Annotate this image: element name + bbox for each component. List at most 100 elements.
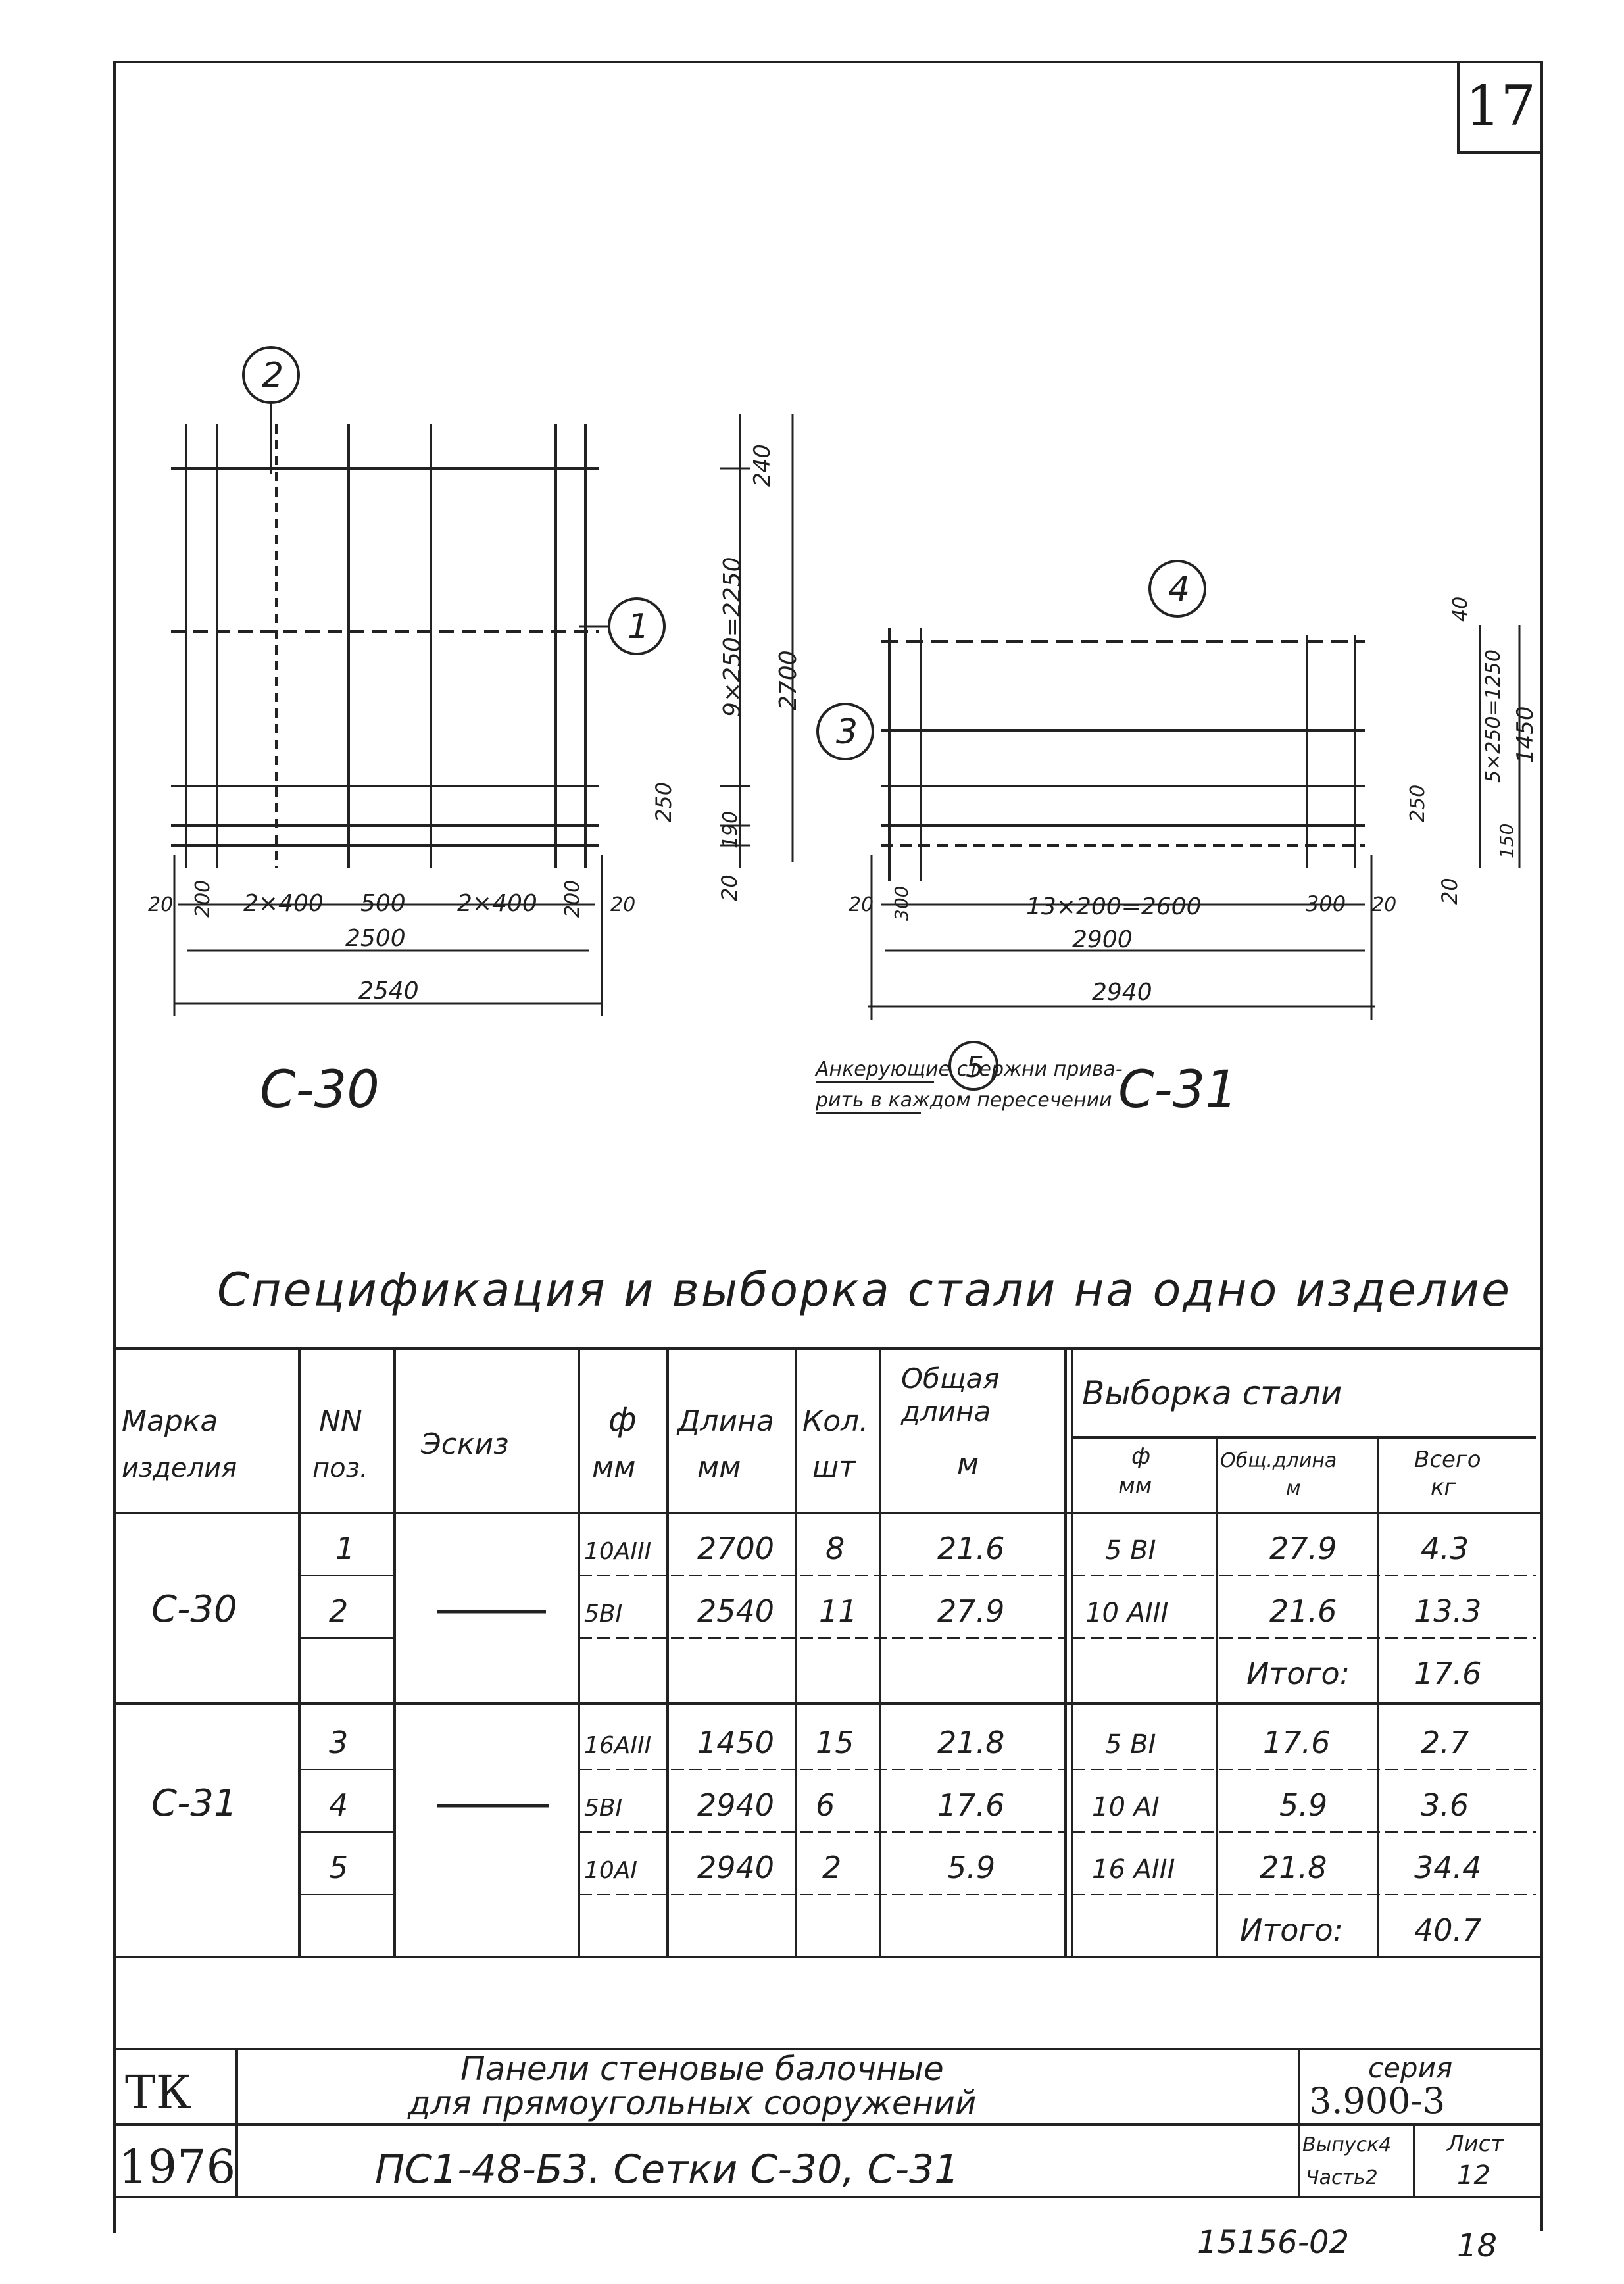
callout-2-number: 2 xyxy=(262,356,283,395)
c31-row2-count: 6 xyxy=(816,1787,835,1823)
archive-number: 15156-02 xyxy=(1197,2224,1349,2261)
hdr-dia-2: мм xyxy=(592,1451,635,1484)
c30-row2-dia: 5BI xyxy=(584,1601,622,1627)
c30-row1-count: 8 xyxy=(825,1531,845,1566)
mesh-drawings: 240 9×250=2250 2700 250 190 20 20 200 2×… xyxy=(148,346,1538,1120)
hdr-total-3: м xyxy=(957,1447,979,1481)
c31-row3-dia: 10AI xyxy=(584,1857,637,1884)
anchor-note-line1: Анкерующие стержни прива- xyxy=(814,1058,1123,1081)
c30-dim-s2: 190 xyxy=(719,811,742,849)
tb-sheet-label: Лист xyxy=(1446,2131,1504,2157)
c31-row3-total: 5.9 xyxy=(947,1850,995,1885)
c30-dim-c1: 200 xyxy=(191,880,214,918)
c30-dim-height: 2700 xyxy=(775,650,802,710)
c31-row2-pos: 4 xyxy=(329,1787,348,1823)
hdr-total-2: длина xyxy=(900,1395,991,1428)
hdr-pos-1: NN xyxy=(319,1404,362,1438)
c30-dim-c2: 2×400 xyxy=(243,890,324,917)
c30-dim-pitch: 9×250=2250 xyxy=(719,557,746,717)
hdr-mark-1: Марка xyxy=(122,1404,218,1438)
c31-row3-selweight: 34.4 xyxy=(1414,1850,1481,1885)
tb-sheet-value: 12 xyxy=(1457,2160,1490,2191)
c31-dim-bottom: 20 xyxy=(1437,878,1462,905)
c31-dim-c2: 13×200=2600 xyxy=(1026,893,1201,920)
c31-row2-selweight: 3.6 xyxy=(1421,1787,1469,1823)
c31-row3-count: 2 xyxy=(822,1850,841,1885)
c31-dim-inner: 2900 xyxy=(1072,926,1133,953)
c31-row1-dia: 16AIII xyxy=(584,1732,651,1759)
tb-series-label: серия xyxy=(1368,2052,1452,2084)
c31-dim-height: 1450 xyxy=(1512,706,1538,763)
c30-row1-pos: 1 xyxy=(335,1531,355,1566)
c30-row2-total: 27.9 xyxy=(937,1593,1004,1629)
frame-right-border xyxy=(1540,61,1543,2231)
c31-row2-total: 17.6 xyxy=(937,1787,1004,1823)
c31-row3-len: 2940 xyxy=(697,1850,774,1885)
c30-row1-seldia: 5 BI xyxy=(1105,1535,1156,1566)
c31-row1-seldia: 5 BI xyxy=(1105,1729,1156,1760)
hdr-mark-2: изделия xyxy=(122,1453,237,1483)
hdr-sel-weight-2: кг xyxy=(1431,1474,1457,1501)
c30-dim-right-edge: 20 xyxy=(610,893,635,916)
c30-dim-c4: 2×400 xyxy=(457,890,537,917)
hdr-selection: Выборка стали xyxy=(1082,1374,1342,1412)
c30-row2-len: 2540 xyxy=(697,1593,774,1629)
c30-dim-overall: 2540 xyxy=(358,978,419,1005)
tb-title-line2: для прямоугольных сооружений xyxy=(407,2084,976,2122)
c30-row2-seldia: 10 AIII xyxy=(1085,1598,1168,1628)
c31-dim-c1: 300 xyxy=(891,886,912,921)
c30-row1-sellen: 27.9 xyxy=(1269,1531,1337,1566)
hdr-pos-2: поз. xyxy=(312,1453,368,1483)
group-c30-mark: С-30 xyxy=(151,1588,237,1631)
hdr-len-1: Длина xyxy=(676,1404,774,1438)
c30-total-label: Итого: xyxy=(1246,1656,1350,1691)
archive-page: 18 xyxy=(1457,2227,1497,2264)
hdr-count-1: Кол. xyxy=(802,1404,868,1438)
c31-total-value: 40.7 xyxy=(1414,1912,1481,1948)
c31-row2-sellen: 5.9 xyxy=(1279,1787,1327,1823)
c31-dim-s1: 250 xyxy=(1406,785,1429,822)
sheet-number: 17 xyxy=(1457,61,1542,154)
callout-3 xyxy=(816,703,874,760)
c31-dim-pitch: 5×250=1250 xyxy=(1482,649,1505,783)
c31-dim-overall: 2940 xyxy=(1092,979,1152,1006)
c31-row3-sellen: 21.8 xyxy=(1260,1850,1327,1885)
c30-vertical-bars xyxy=(185,424,587,868)
tb-issue: Выпуск4 xyxy=(1302,2133,1391,2156)
c30-dim-c5: 200 xyxy=(561,880,584,918)
tb-part: Часть2 xyxy=(1306,2166,1378,2189)
c31-dim-c3: 300 xyxy=(1306,891,1346,916)
c31-vertical-bars xyxy=(888,628,1356,881)
c31-total-label: Итого: xyxy=(1240,1912,1343,1948)
c31-row1-count: 15 xyxy=(816,1725,854,1760)
c31-row3-pos: 5 xyxy=(329,1850,348,1885)
c31-dim-s2: 150 xyxy=(1496,824,1517,858)
c31-row2-dia: 5BI xyxy=(584,1795,622,1822)
callout-3-number: 3 xyxy=(836,712,858,752)
c31-row1-pos: 3 xyxy=(329,1725,348,1760)
tb-title-line1: Панели стеновые балочные xyxy=(460,2050,944,2088)
c30-horizontal-bars xyxy=(171,467,599,847)
c31-horizontal-bars xyxy=(881,640,1365,847)
callout-4-number: 4 xyxy=(1168,570,1190,609)
c31-row2-seldia: 10 AI xyxy=(1092,1792,1160,1822)
group-c31-mark: С-31 xyxy=(151,1782,237,1825)
c30-label: С-30 xyxy=(260,1060,380,1120)
c30-dim-s1: 250 xyxy=(651,782,676,822)
c31-row3-seldia: 16 AIII xyxy=(1092,1854,1175,1885)
c30-dim-c3: 500 xyxy=(360,890,406,917)
hdr-sel-weight-1: Всего xyxy=(1414,1447,1481,1473)
hdr-sel-dia-1: ф xyxy=(1131,1443,1150,1470)
c31-dim-top: 40 xyxy=(1449,597,1472,622)
c30-row2-sellen: 21.6 xyxy=(1269,1593,1337,1629)
c30-dim-top: 240 xyxy=(749,444,775,487)
c31-dim-left-edge: 20 xyxy=(849,893,874,916)
drawing-frame xyxy=(113,61,1543,2233)
c30-row2-selweight: 13.3 xyxy=(1414,1593,1481,1629)
spec-title: Спецификация и выборка стали на одно изд… xyxy=(217,1263,1512,1317)
tb-year: 1976 xyxy=(118,2140,235,2194)
hdr-sel-len-2: м xyxy=(1286,1477,1301,1500)
c31-label: С-31 xyxy=(1118,1060,1238,1120)
c30-dim-left-edge: 20 xyxy=(148,893,173,916)
